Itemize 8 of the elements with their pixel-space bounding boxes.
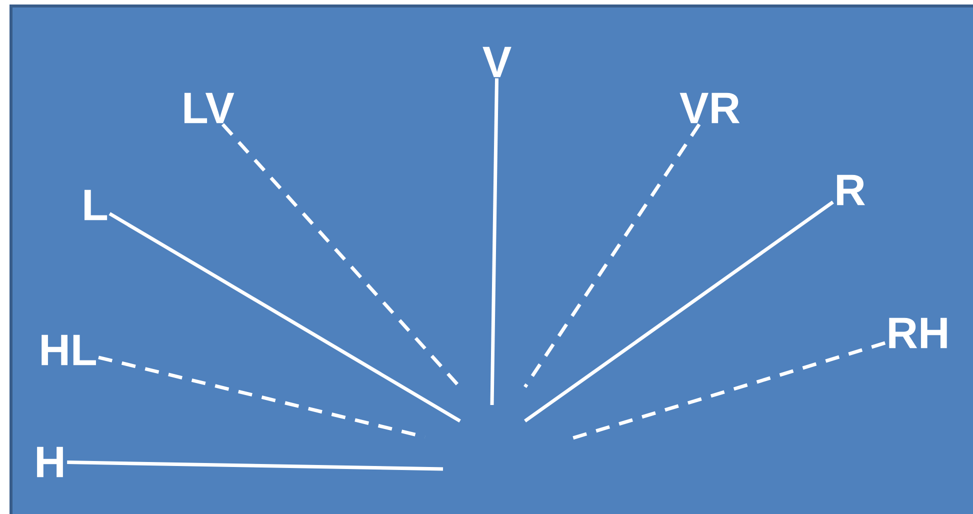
direction-label: L xyxy=(84,190,108,220)
direction-label: RH xyxy=(889,318,947,348)
direction-label: HL xyxy=(42,334,96,366)
direction-label: LV xyxy=(184,92,234,124)
direction-label: H xyxy=(37,446,63,478)
direction-label: R xyxy=(837,174,865,206)
direction-label: VR xyxy=(680,92,740,124)
direction-label: V xyxy=(482,46,512,78)
